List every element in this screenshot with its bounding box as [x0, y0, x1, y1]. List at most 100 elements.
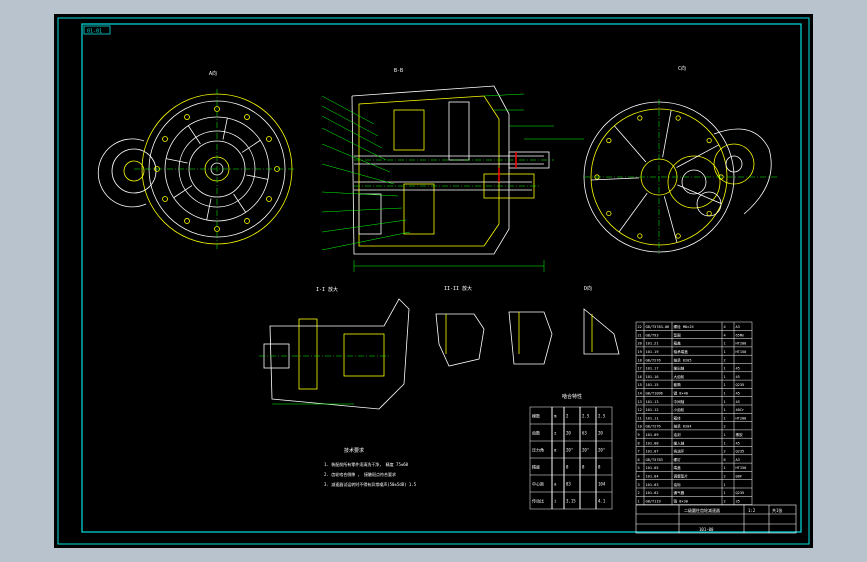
bom-cell: 1 — [724, 433, 726, 437]
bom-cell: 08F — [736, 475, 743, 479]
bom-cell: 螺栓 M8×25 — [674, 324, 694, 329]
rib-line — [173, 185, 193, 199]
note-line-2: 2. 齿轮啮合侧隙 ， 接触斑点符合要求 — [324, 471, 396, 477]
gear-table-cell: 8 — [582, 465, 585, 470]
leader-line — [321, 231, 411, 251]
gear-table-cell: α — [554, 448, 557, 453]
rib-line — [165, 158, 188, 164]
bom-cell: HT200 — [736, 416, 747, 420]
bom-cell: HT150 — [736, 350, 747, 354]
bom-cell: GB/T119 — [646, 499, 661, 503]
bom-cell: 4 — [724, 325, 726, 329]
bom-cell: 18 — [638, 358, 642, 362]
bom-cell: 橡胶 — [736, 432, 744, 437]
bom-cell: 101.08 — [646, 441, 659, 445]
gear-table-cell: z — [554, 431, 557, 436]
bom-cell: 14 — [638, 392, 642, 396]
bom-cell: 8 — [638, 441, 640, 445]
gear-table-cell: m — [554, 414, 557, 419]
bom-cell: 2 — [724, 475, 726, 479]
bom-cell: 输出轴 — [674, 366, 685, 371]
bom-cell: 2 — [724, 358, 726, 362]
rib-line — [246, 174, 269, 180]
title-name: 二级圆柱齿轮减速器 — [684, 507, 720, 513]
bolt-hole — [606, 137, 612, 144]
bom-cell: 油标 — [674, 482, 682, 487]
rib-line — [591, 177, 640, 181]
bolt-hole — [675, 233, 681, 239]
gear-table-cell: 8 — [598, 465, 601, 470]
bom-cell: 45 — [736, 367, 740, 371]
bolt-hole — [675, 115, 681, 121]
detail-ii-label: II-II 放大 — [444, 285, 472, 292]
leader-line — [321, 143, 391, 173]
bom-cell: 油封 — [674, 432, 682, 437]
bom-cell: 6 — [638, 458, 640, 462]
left-view: A向 — [97, 70, 294, 249]
title-scale: 1:2 — [748, 508, 756, 513]
bom-cell: GB/T276 — [646, 425, 661, 429]
gear-table-cell: 模数 — [532, 413, 540, 419]
bom-cell: HT200 — [736, 342, 747, 346]
rib-line — [187, 125, 201, 145]
bom-cell: 17 — [638, 367, 642, 371]
lower-detail-view: I-I 放大 — [259, 286, 410, 410]
bom-cell: A3 — [736, 458, 740, 462]
bom-cell: 101.21 — [646, 342, 659, 346]
bom-cell: 101.19 — [646, 350, 659, 354]
section-label: B-B — [394, 68, 403, 74]
leader-line — [321, 105, 379, 137]
bom-cell: 中间轴 — [674, 399, 685, 404]
gear-table-cell: a — [554, 482, 557, 487]
rib-line — [233, 193, 247, 213]
bom-cell: 通气器 — [674, 490, 685, 495]
bom-cell: 101.15 — [646, 383, 659, 387]
bom-cell: 9 — [638, 433, 640, 437]
bom-cell: Q235 — [736, 383, 745, 387]
bom-cell: 大齿轮 — [674, 374, 685, 379]
bom-cell: 101.12 — [646, 408, 659, 412]
bom-cell: 35 — [736, 499, 740, 503]
gear-table-cell: 20° — [598, 448, 605, 453]
rib-line — [241, 139, 261, 153]
bom-cell: 1 — [724, 441, 726, 445]
bom-cell: 6 — [724, 458, 726, 462]
leader-line — [321, 191, 399, 197]
bom-cell: 1 — [724, 416, 726, 420]
bom-cell: 45 — [736, 400, 740, 404]
right-view: C向 — [583, 65, 779, 254]
bom-cell: GB/T276 — [646, 358, 661, 362]
bom-cell: 101.16 — [646, 375, 659, 379]
bom-cell: 4 — [724, 333, 726, 337]
bom-cell: GB/T5783-86 — [646, 325, 670, 329]
gear-table-cell: 2.5 — [582, 414, 590, 419]
section-view: B-B — [321, 68, 584, 272]
bom-cell: GB/T93 — [646, 333, 659, 337]
bom-cell: 4 — [638, 475, 640, 479]
rib-line — [222, 117, 228, 140]
bom-cell: 101.02 — [646, 491, 659, 495]
drawing-viewport[interactable]: 01-01 A向 B-B — [54, 14, 813, 548]
bom-cell: 1 — [724, 483, 726, 487]
bom-cell: 1 — [724, 466, 726, 470]
bolt-hole — [606, 210, 612, 217]
gear-table-cell: 20 — [566, 431, 571, 436]
bom-cell: 轴承 6204 — [674, 424, 692, 429]
partial-view-label: D向 — [584, 285, 592, 292]
bom-cell: 1 — [724, 383, 726, 387]
gear-table-cell: 齿数 — [532, 430, 540, 436]
bom-cell: 1 — [724, 491, 726, 495]
bom-cell: 16 — [638, 375, 642, 379]
bom-cell: 45 — [736, 441, 740, 445]
bom-cell: 5 — [638, 466, 640, 470]
gear-table-cell: 20 — [598, 431, 603, 436]
gear-table-cell: 83 — [566, 482, 571, 487]
bolt-hole — [706, 210, 712, 217]
bom-cell: 101.17 — [646, 367, 659, 371]
bom-cell: 3 — [638, 483, 640, 487]
rib-line — [618, 192, 648, 233]
bom-cell: 101.04 — [646, 475, 659, 479]
small-details: II-II 放大 D向 — [435, 285, 620, 367]
bom-cell: 65Mn — [736, 333, 745, 337]
